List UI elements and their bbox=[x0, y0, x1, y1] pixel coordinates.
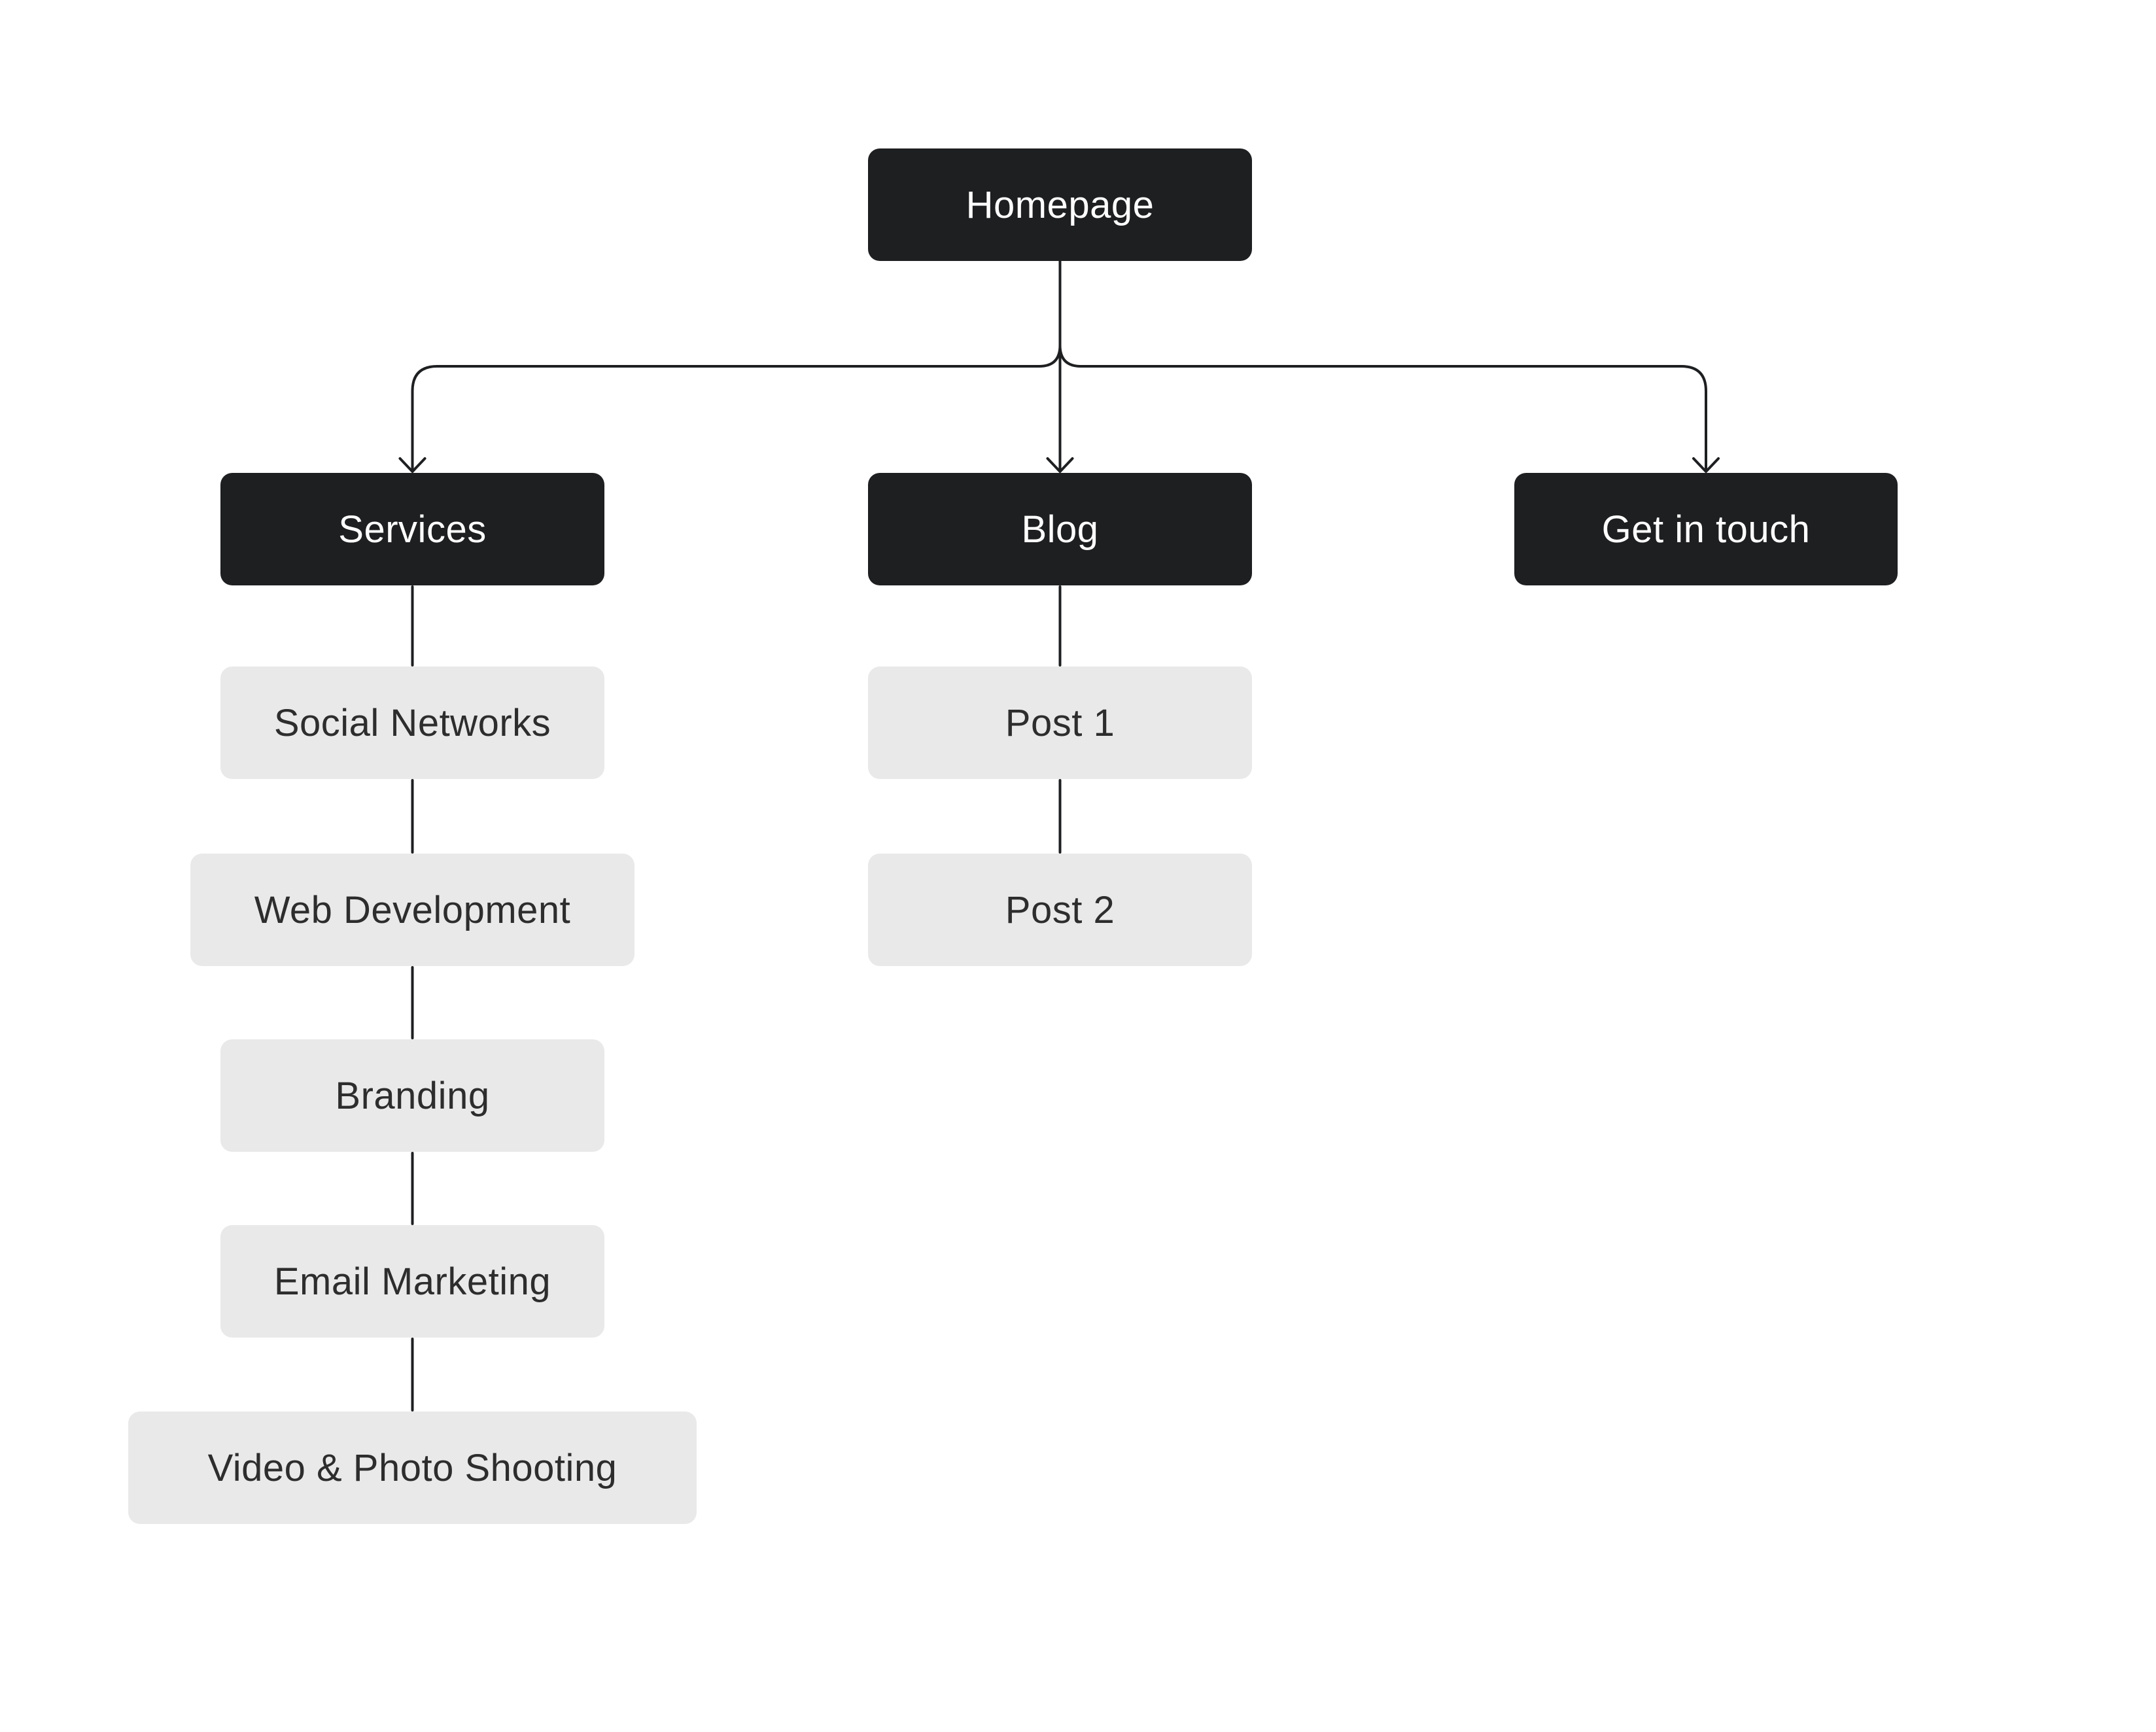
node-homepage[interactable]: Homepage bbox=[868, 148, 1252, 261]
edge-homepage-services bbox=[411, 344, 1062, 472]
node-video-photo-shooting[interactable]: Video & Photo Shooting bbox=[128, 1412, 697, 1524]
node-email-marketing-label: Email Marketing bbox=[273, 1260, 551, 1303]
node-homepage-label: Homepage bbox=[965, 183, 1155, 226]
node-blog[interactable]: Blog bbox=[868, 473, 1252, 585]
node-email-marketing[interactable]: Email Marketing bbox=[220, 1225, 604, 1338]
node-web-development-label: Web Development bbox=[254, 888, 571, 931]
node-blog-label: Blog bbox=[1021, 508, 1099, 551]
node-post-1-label: Post 1 bbox=[1005, 701, 1115, 744]
node-post-2[interactable]: Post 2 bbox=[868, 854, 1252, 966]
node-post-2-label: Post 2 bbox=[1005, 888, 1115, 931]
node-services[interactable]: Services bbox=[220, 473, 604, 585]
node-social-networks-label: Social Networks bbox=[273, 701, 551, 744]
node-post-1[interactable]: Post 1 bbox=[868, 667, 1252, 779]
node-branding[interactable]: Branding bbox=[220, 1039, 604, 1152]
node-branding-label: Branding bbox=[335, 1074, 490, 1117]
arrowhead-blog bbox=[1046, 457, 1074, 473]
node-social-networks[interactable]: Social Networks bbox=[220, 667, 604, 779]
arrowhead-services bbox=[398, 457, 426, 473]
edge-homepage-get-in-touch bbox=[1058, 344, 1707, 472]
node-get-in-touch[interactable]: Get in touch bbox=[1514, 473, 1898, 585]
node-web-development[interactable]: Web Development bbox=[190, 854, 635, 966]
node-get-in-touch-label: Get in touch bbox=[1601, 508, 1811, 551]
node-services-label: Services bbox=[338, 508, 487, 551]
node-video-photo-shooting-label: Video & Photo Shooting bbox=[207, 1446, 617, 1489]
arrowhead-get-in-touch bbox=[1692, 457, 1720, 473]
